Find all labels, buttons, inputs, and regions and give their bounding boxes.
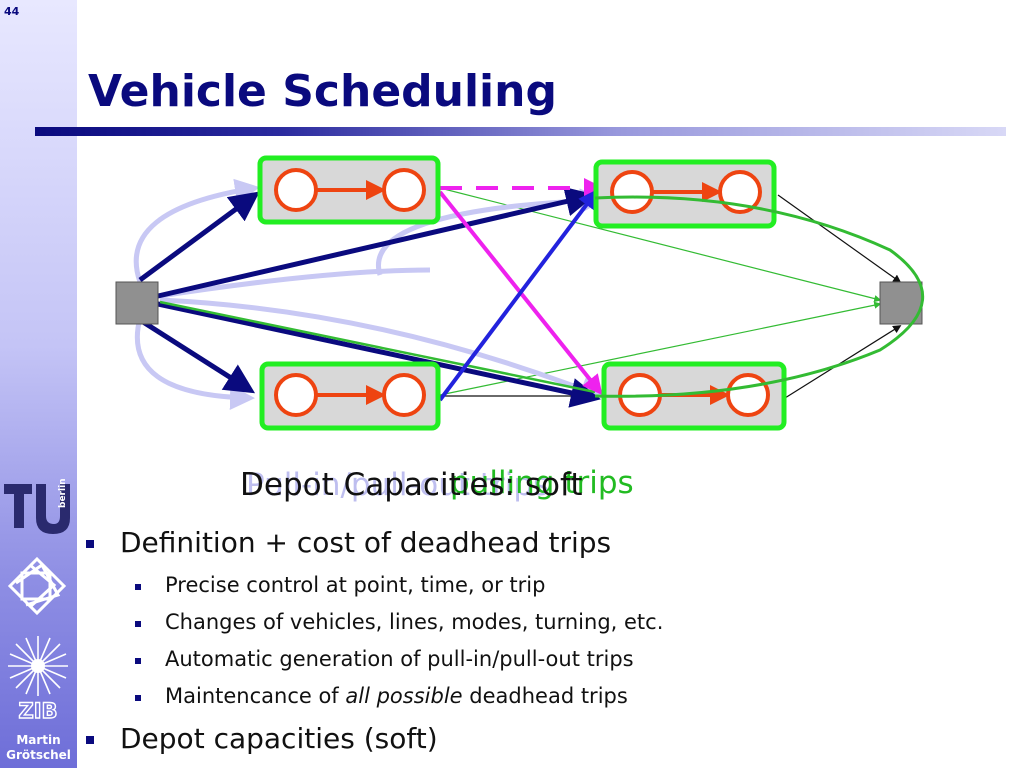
author-first-name: Martin xyxy=(16,733,61,747)
square-bullet-icon xyxy=(135,658,141,664)
trip-box-bottom-right xyxy=(601,361,787,431)
matheon-logo xyxy=(7,556,67,616)
author-last-name: Grötschel xyxy=(6,748,71,762)
caption-main: Depot Capacities: soft xyxy=(240,467,583,503)
slide-title: Vehicle Scheduling xyxy=(88,66,557,117)
page-number: 44 xyxy=(4,5,20,18)
tu-berlin-logo: berlin xyxy=(4,478,70,534)
tu-berlin-text: berlin xyxy=(58,478,68,508)
trip-box-bottom-left xyxy=(259,361,441,431)
trip-box-top-left xyxy=(257,155,441,225)
caption-overlay-green: pulling trips xyxy=(450,465,634,501)
diagram-caption: Pull-in/pull-out trips pulling trips Dep… xyxy=(240,465,634,503)
square-bullet-icon xyxy=(135,695,141,701)
author: Martin Grötschel xyxy=(0,733,77,763)
square-bullet-icon xyxy=(135,621,141,627)
green-loop xyxy=(594,195,925,398)
green-line xyxy=(159,300,596,394)
sidebar: 44 berlin ZIB Martin Grötschel xyxy=(0,0,77,768)
square-bullet-icon xyxy=(86,540,94,548)
title-underline xyxy=(35,127,1006,136)
zib-logo: ZIB xyxy=(8,636,68,724)
trip-box-top-right xyxy=(593,159,777,229)
blue-deadhead xyxy=(438,188,599,402)
square-bullet-icon xyxy=(86,736,94,744)
pull-out-navy-arrows xyxy=(138,186,601,408)
caption-overlay-lavender: Pull-in/pull-out trips xyxy=(246,467,550,503)
zib-text: ZIB xyxy=(18,699,57,723)
square-bullet-icon xyxy=(135,584,141,590)
vehicle-scheduling-diagram xyxy=(115,155,925,431)
left-depot xyxy=(115,281,159,325)
